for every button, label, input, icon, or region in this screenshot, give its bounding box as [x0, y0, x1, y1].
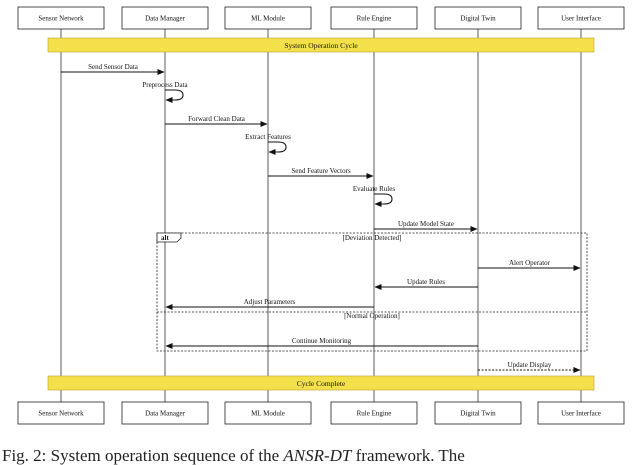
message-label: Extract Features	[245, 133, 291, 141]
participant-dm-top: Data Manager	[121, 6, 209, 30]
participant-sn-top: Sensor Network	[17, 6, 105, 30]
participant-ml-bottom: ML Module	[224, 401, 312, 425]
participant-label: Rule Engine	[357, 410, 392, 418]
message-10: Adjust Parameters	[165, 298, 374, 310]
sequence-diagram: alt [Deviation Detected] [Normal Operati…	[17, 6, 625, 425]
message-label: Alert Operator	[509, 259, 551, 267]
participant-label: ML Module	[251, 15, 285, 23]
message-label: Continue Monitoring	[292, 337, 352, 345]
participant-ui-bottom: User Interface	[537, 401, 625, 425]
participant-label: User Interface	[561, 410, 601, 418]
participant-label: Data Manager	[145, 410, 186, 418]
banner-start-label: System Operation Cycle	[284, 41, 358, 50]
participant-label: Digital Twin	[460, 15, 496, 23]
participant-label: Data Manager	[145, 15, 186, 23]
participant-re-bottom: Rule Engine	[330, 401, 418, 425]
participant-label: Rule Engine	[357, 15, 392, 23]
participant-label: User Interface	[561, 15, 601, 23]
alt-guard-normal: [Normal Operation]	[344, 312, 400, 320]
caption-italic: ANSR-DT	[283, 446, 352, 465]
message-8: Alert Operator	[478, 259, 581, 271]
participant-label: Digital Twin	[460, 410, 496, 418]
participant-label: Sensor Network	[38, 410, 84, 418]
message-label: Update Rules	[407, 278, 445, 286]
message-11: Continue Monitoring	[165, 337, 478, 349]
message-label: Send Feature Vectors	[291, 167, 351, 175]
message-arrow	[268, 141, 287, 155]
message-label: Adjust Parameters	[244, 298, 296, 306]
message-arrow	[165, 89, 184, 103]
message-9: Update Rules	[374, 278, 478, 290]
participant-label: Sensor Network	[38, 15, 84, 23]
participant-label: ML Module	[251, 410, 285, 418]
message-3: Forward Clean Data	[165, 115, 268, 127]
participant-dm-bottom: Data Manager	[121, 401, 209, 425]
participant-ui-top: User Interface	[537, 6, 625, 30]
participant-re-top: Rule Engine	[330, 6, 418, 30]
alt-fragment: alt [Deviation Detected] [Normal Operati…	[156, 232, 588, 352]
message-4: Extract Features	[245, 133, 291, 155]
message-1: Send Sensor Data	[61, 63, 165, 75]
message-label: Send Sensor Data	[88, 63, 139, 71]
banner-start: System Operation Cycle	[47, 37, 595, 53]
participant-ml-top: ML Module	[224, 6, 312, 30]
participant-dt-bottom: Digital Twin	[434, 401, 522, 425]
banner-end: Cycle Complete	[47, 375, 595, 391]
banner-end-label: Cycle Complete	[297, 379, 346, 388]
message-arrow	[374, 193, 393, 207]
caption-suffix: framework. The	[351, 446, 465, 465]
message-label: Evaluate Rules	[353, 185, 395, 193]
alt-guard-deviation: [Deviation Detected]	[343, 234, 402, 242]
caption-prefix: Fig. 2: System operation sequence of the	[2, 446, 284, 465]
message-7: Update Model State	[374, 220, 478, 232]
message-12: Update Display	[478, 361, 581, 373]
alt-keyword: alt	[161, 234, 169, 242]
message-6: Evaluate Rules	[353, 185, 395, 207]
participant-dt-top: Digital Twin	[434, 6, 522, 30]
message-label: Update Display	[508, 361, 552, 369]
message-5: Send Feature Vectors	[268, 167, 374, 179]
message-label: Preprocess Data	[142, 81, 188, 89]
participant-sn-bottom: Sensor Network	[17, 401, 105, 425]
message-label: Forward Clean Data	[188, 115, 246, 123]
message-2: Preprocess Data	[142, 81, 189, 103]
message-label: Update Model State	[398, 220, 454, 228]
figure-caption: Fig. 2: System operation sequence of the…	[0, 446, 640, 465]
